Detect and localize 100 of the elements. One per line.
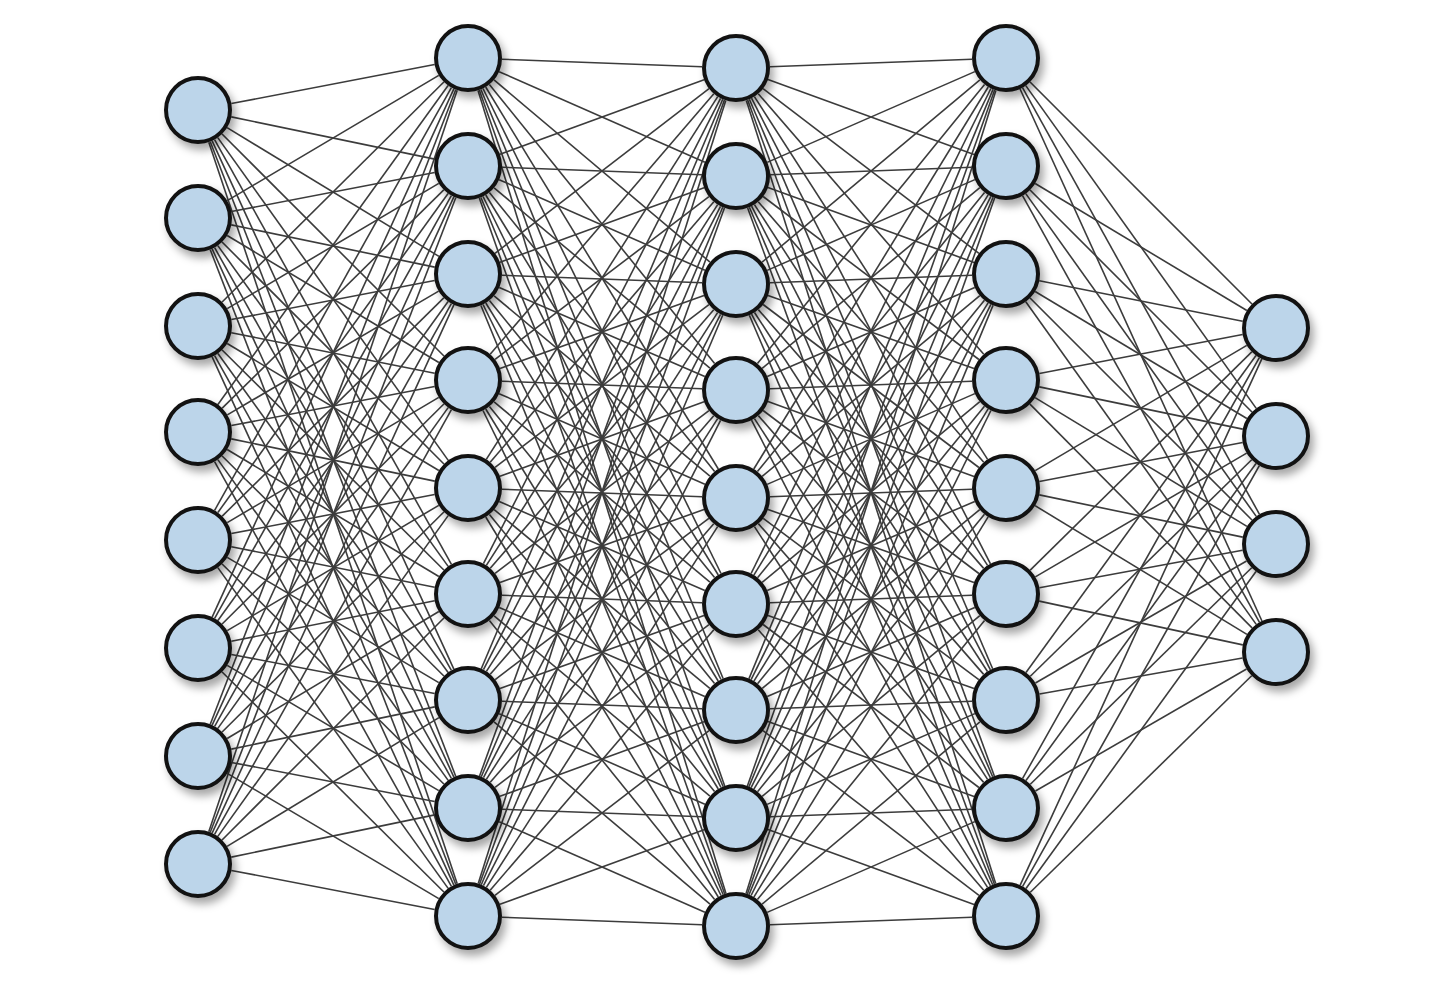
node-circle bbox=[702, 892, 770, 960]
connection-line bbox=[1038, 600, 1244, 646]
node-circle bbox=[972, 454, 1040, 522]
connection-line bbox=[217, 244, 449, 568]
node-circle bbox=[434, 454, 502, 522]
connection-line bbox=[230, 279, 436, 321]
connection-line bbox=[1034, 344, 1248, 472]
connection-line bbox=[230, 331, 436, 375]
connection-line bbox=[1024, 84, 1258, 410]
node-circle bbox=[972, 882, 1040, 950]
connection-line bbox=[230, 224, 436, 268]
node-circle bbox=[702, 464, 770, 532]
connection-line bbox=[230, 814, 436, 858]
node-circle bbox=[434, 24, 502, 92]
connection-line bbox=[1029, 566, 1253, 786]
node-circle bbox=[434, 774, 502, 842]
connection-line bbox=[230, 385, 436, 427]
connection-line bbox=[1021, 464, 1261, 888]
connection-line bbox=[221, 671, 445, 893]
connection-line bbox=[221, 349, 445, 571]
connection-line bbox=[226, 664, 440, 792]
connection-line bbox=[230, 493, 436, 535]
connection-line bbox=[769, 594, 973, 604]
connection-line bbox=[501, 808, 703, 818]
connection-line bbox=[217, 300, 449, 622]
connection-line bbox=[211, 196, 455, 726]
connection-line bbox=[221, 297, 445, 517]
node-circle bbox=[972, 24, 1040, 92]
connection-line bbox=[211, 248, 455, 778]
connection-line bbox=[226, 396, 440, 524]
node-circle bbox=[702, 570, 770, 638]
connection-line bbox=[1019, 358, 1263, 886]
node-circle bbox=[702, 34, 770, 102]
connection-line bbox=[1034, 182, 1248, 312]
connection-line bbox=[1038, 333, 1244, 375]
node-circle bbox=[972, 560, 1040, 628]
node-circle bbox=[1242, 510, 1310, 578]
connection-line bbox=[769, 808, 973, 818]
node-circle bbox=[164, 506, 232, 574]
connection-line bbox=[1038, 549, 1244, 589]
connection-line bbox=[501, 700, 703, 710]
connection-line bbox=[769, 58, 973, 68]
connection-line bbox=[1029, 81, 1253, 305]
connection-line bbox=[221, 133, 445, 357]
connection-line bbox=[1025, 354, 1257, 674]
connection-line bbox=[501, 916, 703, 926]
connection-line bbox=[226, 290, 440, 416]
connection-line bbox=[230, 63, 436, 105]
node-circle bbox=[434, 132, 502, 200]
connection-line bbox=[226, 610, 440, 740]
connection-line bbox=[769, 916, 973, 926]
connection-line bbox=[1029, 351, 1253, 571]
connection-line bbox=[501, 58, 703, 68]
connection-line bbox=[769, 700, 973, 710]
connection-line bbox=[213, 194, 453, 620]
connection-line bbox=[217, 458, 449, 782]
connection-line bbox=[213, 460, 453, 888]
connection-line bbox=[230, 599, 436, 643]
connection-line bbox=[230, 653, 436, 695]
connection-line bbox=[1021, 356, 1261, 780]
connection-line bbox=[211, 356, 455, 886]
connection-line bbox=[226, 448, 440, 578]
connection-line bbox=[209, 248, 457, 886]
node-circle bbox=[702, 784, 770, 852]
node-circle bbox=[434, 346, 502, 414]
connection-line bbox=[211, 304, 455, 834]
connection-line bbox=[1021, 86, 1261, 516]
connection-line bbox=[769, 166, 973, 176]
connection-line bbox=[226, 342, 440, 472]
connection-line bbox=[226, 74, 440, 202]
connection-line bbox=[211, 140, 455, 670]
connection-line bbox=[1034, 560, 1248, 684]
connection-line bbox=[217, 84, 449, 406]
node-circle bbox=[434, 240, 502, 308]
node-circle bbox=[1242, 618, 1310, 686]
connection-line bbox=[1034, 504, 1248, 636]
connection-line bbox=[1038, 657, 1244, 695]
node-circle bbox=[702, 676, 770, 744]
connection-line bbox=[213, 138, 453, 566]
connection-line bbox=[230, 706, 436, 750]
connection-line bbox=[1029, 458, 1253, 678]
node-circle bbox=[972, 240, 1040, 308]
node-circle bbox=[702, 356, 770, 424]
connection-line bbox=[501, 488, 703, 498]
node-circle bbox=[702, 250, 770, 318]
node-circle bbox=[972, 132, 1040, 200]
node-circle bbox=[164, 184, 232, 252]
connection-line bbox=[1029, 297, 1253, 521]
connection-line bbox=[217, 566, 449, 890]
connection-line bbox=[221, 617, 445, 841]
connection-line bbox=[1038, 494, 1244, 538]
connection-line bbox=[217, 514, 449, 838]
connection-line bbox=[216, 136, 450, 462]
connection-line bbox=[1029, 189, 1253, 413]
connection-line bbox=[217, 352, 449, 674]
connection-line bbox=[501, 594, 703, 604]
connection-line bbox=[221, 511, 445, 733]
node-circle bbox=[164, 76, 232, 144]
node-circle bbox=[702, 142, 770, 210]
connection-line bbox=[221, 455, 445, 677]
